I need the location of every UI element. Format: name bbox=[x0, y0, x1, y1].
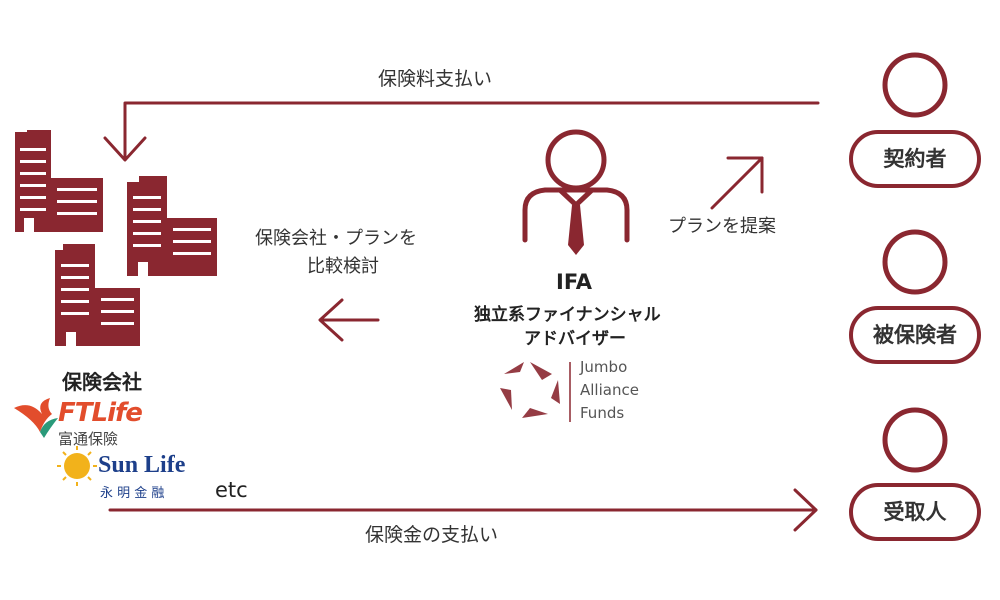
ifa-subtitle-line2: アドバイザー bbox=[524, 329, 626, 349]
benefit-payment-label: 保険金の支払い bbox=[365, 524, 499, 546]
insurer-label: 保険会社 bbox=[62, 370, 142, 394]
ftlife-chinese-name: 富通保險 bbox=[58, 430, 119, 448]
sunlife-logo-text: Sun Life bbox=[98, 452, 186, 478]
jumbo-line3: Funds bbox=[580, 404, 625, 422]
benefit-arrow-icon bbox=[108, 488, 818, 532]
ftlife-logo-icon bbox=[14, 398, 58, 438]
ifa-title: IFA bbox=[556, 270, 593, 294]
etc-label: etc bbox=[215, 478, 248, 502]
compare-label-line2: 比較検討 bbox=[307, 256, 379, 277]
premium-payment-label: 保険料支払い bbox=[378, 68, 493, 90]
insured-person-icon bbox=[882, 229, 948, 295]
sunlife-logo-icon bbox=[57, 446, 97, 486]
tie-icon bbox=[568, 205, 584, 255]
premium-arrow-icon bbox=[103, 101, 820, 162]
beneficiary-person-icon bbox=[882, 407, 948, 473]
jumbo-line2: Alliance bbox=[580, 381, 639, 399]
policyholder-pill: 契約者 bbox=[849, 130, 981, 188]
compare-arrow-icon bbox=[318, 298, 380, 342]
ifa-subtitle-line1: 独立系ファイナンシャル bbox=[474, 305, 661, 325]
compare-label-line1: 保険会社・プランを bbox=[255, 228, 417, 249]
insured-pill: 被保険者 bbox=[849, 306, 981, 364]
propose-label: プランを提案 bbox=[668, 216, 776, 237]
sunlife-chinese-name: 永 明 金 融 bbox=[100, 486, 165, 501]
jumbo-line1: Jumbo bbox=[580, 358, 628, 376]
propose-arrow-icon bbox=[710, 156, 764, 210]
ftlife-logo-text: FTLife bbox=[58, 398, 143, 428]
policyholder-person-icon bbox=[882, 52, 948, 118]
jumbo-logo-icon bbox=[500, 362, 560, 418]
beneficiary-pill: 受取人 bbox=[849, 483, 981, 541]
